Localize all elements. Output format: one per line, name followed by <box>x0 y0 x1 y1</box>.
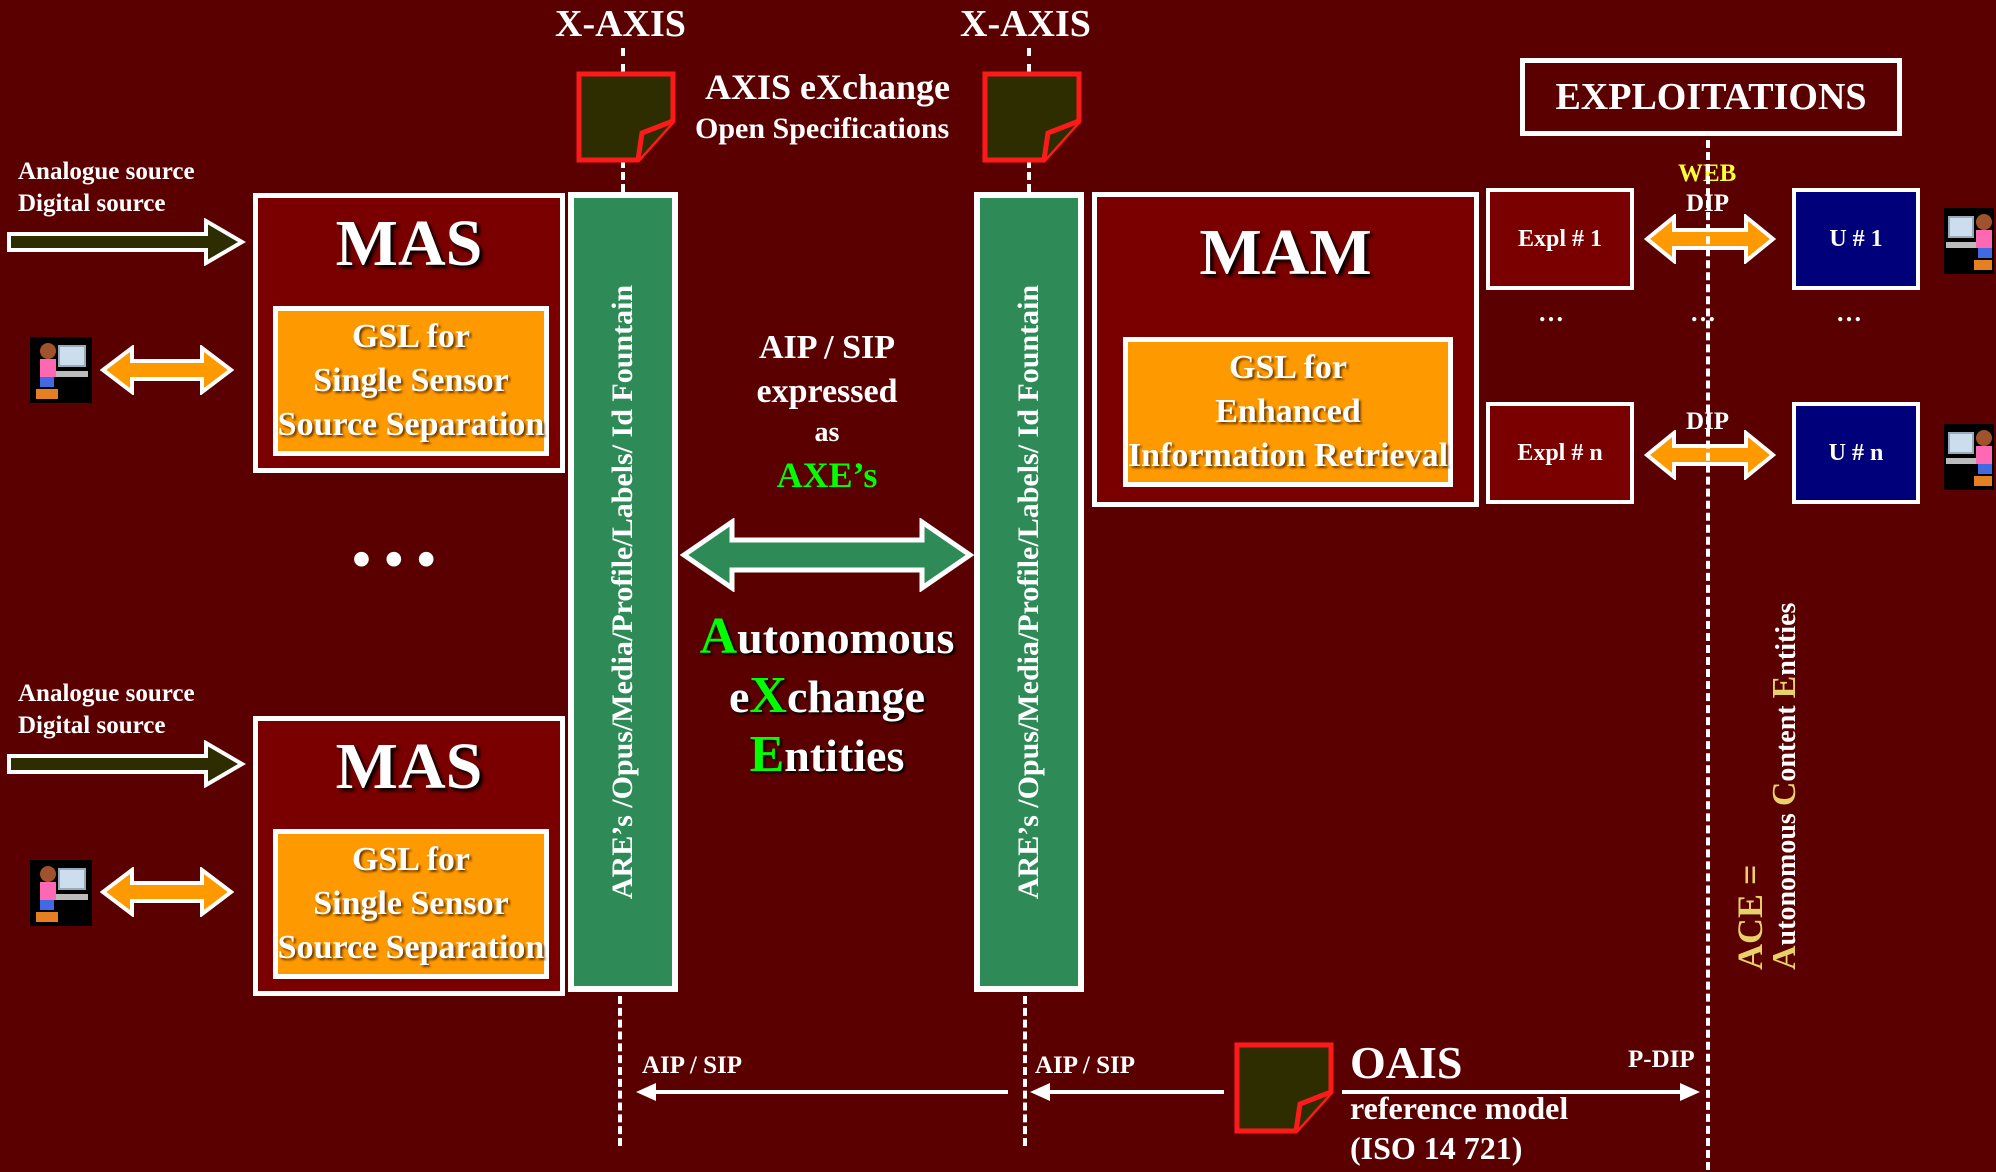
letter-a: A <box>699 608 738 665</box>
expressed-label: expressed <box>756 373 898 410</box>
gsl-line-3: Source Separation <box>277 929 545 966</box>
user-box-first: U # 1 <box>1792 188 1920 290</box>
axis-exchange-title: AXIS eXchange <box>705 67 951 107</box>
entities-rest: ntities <box>784 730 905 781</box>
exploitations-box: EXPLOITATIONS <box>1520 58 1902 136</box>
ace-e-rest: ntities <box>1771 602 1802 676</box>
autonomous-exchange-entities: Autonomous eXchange Entities <box>680 608 974 785</box>
mas-title: MAS <box>335 730 483 803</box>
mam-title: MAM <box>1199 216 1372 289</box>
autonomous-rest: utonomous <box>737 612 955 663</box>
gsl-line-1: GSL for <box>351 318 471 355</box>
axis-line-left-bottom <box>618 996 622 1146</box>
gsl-line-2: Single Sensor <box>313 362 509 399</box>
gsl-line-2: Single Sensor <box>313 885 509 922</box>
expl-box-last: Expl # n <box>1486 402 1634 504</box>
source-top-digital: Digital source <box>18 190 166 217</box>
user-label: U # n <box>1828 439 1884 466</box>
bottom-arrow-left <box>636 1083 1008 1101</box>
mas-box-bottom: MAS GSL for Single Sensor Source Separat… <box>253 716 565 996</box>
ace-definition-text: Autonomous Content Entities <box>1727 603 1805 970</box>
gsl-line-2: Enhanced <box>1215 393 1361 430</box>
user-at-computer-icon <box>1944 424 1994 490</box>
aip-sip-bottom-left: AIP / SIP <box>642 1052 743 1079</box>
are-bar-left: ARE’s /Opus/Media/Profile/Labels/ Id Fou… <box>568 192 678 992</box>
exchange-first: e <box>729 671 750 722</box>
exploitations-label: EXPLOITATIONS <box>1555 76 1867 118</box>
axis-line-right-bottom <box>1023 996 1027 1146</box>
user-at-computer-icon <box>30 337 92 403</box>
input-arrow-bottom <box>7 740 246 788</box>
p-dip-arrow <box>1342 1083 1700 1101</box>
axis-line-left-mid <box>621 160 625 192</box>
dip-ellipsis: … <box>1690 298 1716 327</box>
user-ellipsis: … <box>1836 298 1862 327</box>
x-axis-label-left: X-AXIS <box>555 3 686 45</box>
ace-letter-e: E <box>1766 675 1803 699</box>
user-box-last: U # n <box>1792 402 1920 504</box>
mas-box-top: MAS GSL for Single Sensor Source Separat… <box>253 193 565 473</box>
expl-label: Expl # 1 <box>1517 225 1603 252</box>
gsl-information-retrieval-box: GSL for Enhanced Information Retrieval <box>1123 337 1453 487</box>
oais-reference-model: reference model <box>1350 1090 1569 1126</box>
p-dip-label: P-DIP <box>1628 1046 1695 1073</box>
input-arrow-top <box>7 218 246 266</box>
ace-letter-a: A <box>1766 945 1803 970</box>
middle-exchange-text: AIP / SIP expressed as AXE’s <box>680 326 974 498</box>
exchange-double-arrow <box>680 518 974 592</box>
mas-ellipsis: • • • <box>352 529 436 589</box>
x-axis-label-right: X-AXIS <box>960 3 1091 45</box>
ace-a-rest: utonomous <box>1771 806 1802 946</box>
source-bottom-analogue: Analogue source <box>18 680 195 707</box>
aip-sip-bottom-right: AIP / SIP <box>1035 1052 1136 1079</box>
mam-box: MAM GSL for Enhanced Information Retriev… <box>1092 192 1479 507</box>
gsl-source-separation-box: GSL for Single Sensor Source Separation <box>273 306 549 456</box>
axis-exchange-subtitle: Open Specifications <box>695 112 950 145</box>
axis-line-right-mid <box>1027 160 1031 192</box>
gsl-line-3: Information Retrieval <box>1127 437 1449 474</box>
source-top-analogue: Analogue source <box>18 158 195 185</box>
are-bar-label: ARE’s /Opus/Media/Profile/Labels/ Id Fou… <box>1012 284 1045 900</box>
user-at-computer-icon <box>1944 208 1994 274</box>
are-bar-right: ARE’s /Opus/Media/Profile/Labels/ Id Fou… <box>974 192 1084 992</box>
gsl-source-separation-box: GSL for Single Sensor Source Separation <box>273 829 549 979</box>
oais-iso: (ISO 14 721) <box>1350 1130 1523 1166</box>
are-bar-label: ARE’s /Opus/Media/Profile/Labels/ Id Fou… <box>606 284 639 900</box>
document-icon-right <box>982 71 1082 163</box>
document-icon-left <box>576 71 676 163</box>
axis-line-left-top <box>621 48 625 72</box>
ace-letter-c: C <box>1766 781 1803 807</box>
aip-sip-label: AIP / SIP <box>758 329 896 366</box>
expl-label: Expl # n <box>1517 439 1603 466</box>
oais-document-icon <box>1234 1042 1334 1134</box>
axis-line-right-top <box>1027 48 1031 72</box>
gsl-line-1: GSL for <box>1228 349 1348 386</box>
ace-divider-line <box>1706 140 1710 1170</box>
dip-double-arrow-bottom <box>1644 430 1776 480</box>
letter-x: X <box>749 667 787 724</box>
gsl-line-3: Source Separation <box>277 406 545 443</box>
expl-box-first: Expl # 1 <box>1486 188 1634 290</box>
user-label: U # 1 <box>1829 225 1883 252</box>
gsl-line-1: GSL for <box>351 841 471 878</box>
as-label: as <box>814 417 840 448</box>
dip-double-arrow-top <box>1644 214 1776 264</box>
source-bottom-digital: Digital source <box>18 712 166 739</box>
double-arrow-bottom <box>100 867 234 917</box>
user-at-computer-icon <box>30 860 92 926</box>
double-arrow-top <box>100 345 234 395</box>
ace-c-rest: ontent <box>1771 698 1802 782</box>
oais-title: OAIS <box>1350 1037 1463 1088</box>
axes-label: AXE’s <box>776 455 878 495</box>
bottom-arrow-right <box>1030 1083 1224 1101</box>
letter-e: E <box>749 726 785 783</box>
exchange-rest: change <box>786 671 925 722</box>
mas-title: MAS <box>335 207 483 280</box>
expl-ellipsis: … <box>1538 298 1564 327</box>
